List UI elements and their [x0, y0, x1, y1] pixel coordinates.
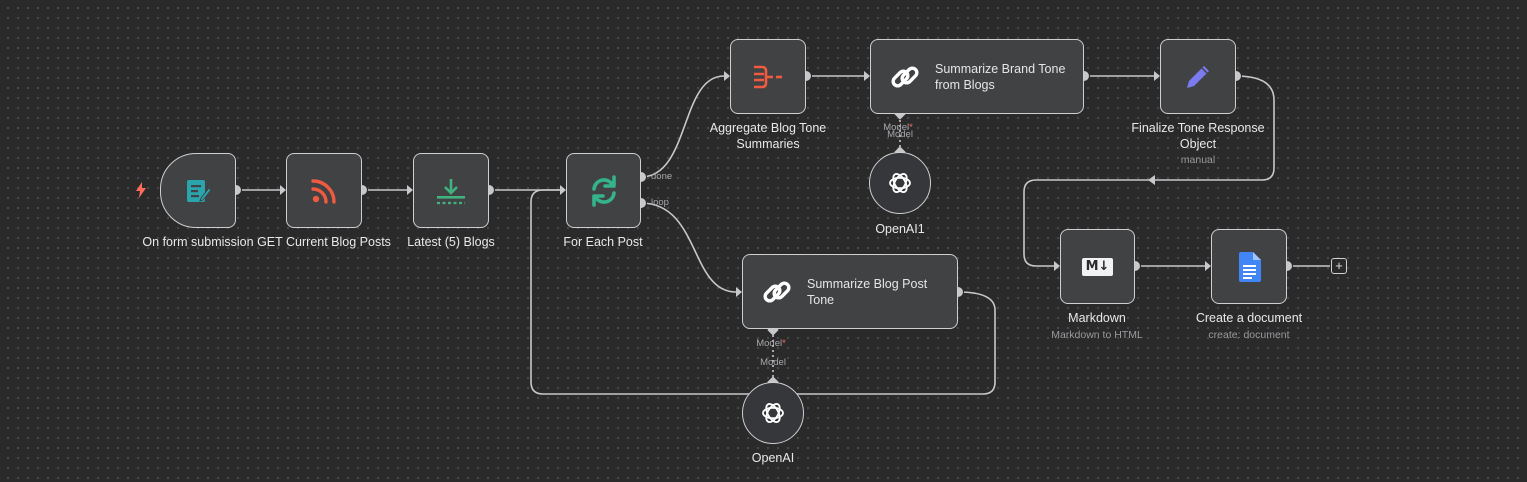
- node-finalize-label: Finalize Tone Response Object: [1131, 121, 1265, 151]
- post-model-input-label: Model: [760, 357, 786, 368]
- node-latest-blogs[interactable]: [413, 153, 489, 228]
- aggregate-icon: [751, 62, 785, 92]
- node-summarize-brand-tone[interactable]: Summarize Brand Tone from Blogs: [870, 39, 1084, 114]
- trigger-bolt-icon: [136, 182, 146, 198]
- node-aggregate-summaries[interactable]: [730, 39, 806, 114]
- pencil-icon: [1182, 61, 1214, 93]
- loop-icon: [587, 174, 621, 208]
- markdown-icon: M↓: [1081, 257, 1114, 276]
- chain-link-icon: [889, 61, 921, 93]
- node-openai1-label: OpenAI1: [875, 222, 925, 236]
- summarize-brand-title: Summarize Brand Tone from Blogs: [935, 61, 1066, 92]
- node-for-each-post-label: For Each Post: [563, 235, 643, 249]
- node-get-blog-posts[interactable]: [286, 153, 362, 228]
- brand-model-input-label: Model: [887, 129, 913, 140]
- openai-icon: [760, 400, 786, 426]
- rss-icon: [309, 176, 339, 206]
- node-openai1[interactable]: [869, 152, 931, 214]
- node-openai[interactable]: [742, 382, 804, 444]
- node-for-each-post[interactable]: [566, 153, 641, 228]
- node-latest-blogs-label: Latest (5) Blogs: [407, 235, 495, 249]
- node-finalize-tone[interactable]: [1160, 39, 1236, 114]
- node-markdown[interactable]: M↓: [1060, 229, 1135, 304]
- chain-link-icon: [761, 276, 793, 308]
- openai-icon: [887, 170, 913, 196]
- node-summarize-post-tone[interactable]: Summarize Blog Post Tone: [742, 254, 958, 329]
- add-node-button[interactable]: +: [1331, 258, 1347, 274]
- edge-loop-to-post: [640, 202, 737, 293]
- brand-model-handle-label: Model*: [883, 122, 913, 133]
- edge-post-back-to-foreach: [530, 189, 996, 395]
- edge-finalize-to-markdown: [1023, 75, 1275, 267]
- node-markdown-subtitle: Markdown to HTML: [1051, 329, 1143, 341]
- node-get-blog-posts-label: GET Current Blog Posts: [257, 235, 391, 249]
- node-markdown-label: Markdown: [1068, 311, 1126, 325]
- output-done-label: done: [651, 171, 673, 182]
- node-openai-label: OpenAI: [751, 451, 795, 465]
- summarize-post-title: Summarize Blog Post Tone: [807, 276, 928, 307]
- form-icon: [183, 176, 213, 206]
- node-create-document-label: Create a document: [1195, 311, 1303, 325]
- limit-icon: [434, 176, 468, 206]
- edge-done-to-aggregate: [640, 75, 725, 178]
- post-model-handle-label: Model*: [756, 338, 786, 349]
- node-form-trigger-label: On form submission: [142, 235, 254, 249]
- node-form-trigger[interactable]: [160, 153, 236, 228]
- node-create-document-subtitle: create: document: [1208, 329, 1290, 341]
- node-finalize-subtitle: manual: [1180, 154, 1216, 166]
- node-create-document[interactable]: [1211, 229, 1287, 304]
- node-aggregate-label: Aggregate Blog Tone Summaries: [709, 121, 827, 151]
- output-loop-label: loop: [651, 197, 669, 208]
- google-docs-icon: [1237, 251, 1261, 282]
